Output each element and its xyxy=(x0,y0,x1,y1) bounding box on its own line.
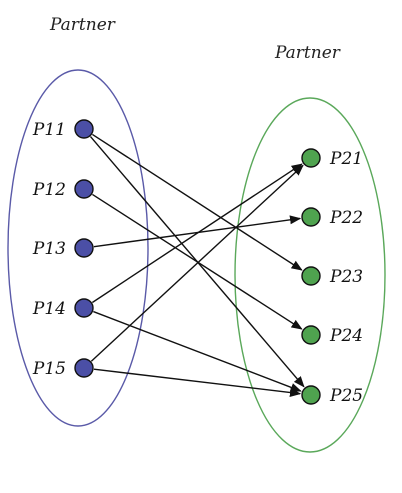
node-label-p25: P25 xyxy=(329,386,363,406)
node-label-p23: P23 xyxy=(329,267,363,287)
edge-p15-p25 xyxy=(93,368,302,397)
left-group-title: Partner xyxy=(49,15,116,35)
node-label-p15: P15 xyxy=(32,359,66,379)
node-label-p22: P22 xyxy=(329,208,363,228)
node-p23 xyxy=(301,266,321,286)
node-p15 xyxy=(74,358,94,378)
edge-p11-p23 xyxy=(92,133,303,271)
node-p12 xyxy=(74,179,94,199)
node-p13 xyxy=(74,238,94,258)
node-p25 xyxy=(301,385,321,405)
node-label-p12: P12 xyxy=(32,180,66,200)
right-group-title: Partner xyxy=(274,43,341,63)
right-group-ellipse xyxy=(234,97,386,453)
edge-p12-p24 xyxy=(92,193,303,330)
node-p14 xyxy=(74,298,94,318)
edge-p14-p21 xyxy=(91,163,303,304)
node-label-p13: P13 xyxy=(32,239,66,259)
edge-p15-p21 xyxy=(90,164,304,362)
node-p24 xyxy=(301,325,321,345)
edge-p14-p25 xyxy=(93,310,302,392)
node-label-p21: P21 xyxy=(329,149,363,169)
node-label-p24: P24 xyxy=(329,326,363,346)
node-label-p14: P14 xyxy=(32,299,66,319)
left-group-ellipse xyxy=(7,69,149,427)
node-p22 xyxy=(301,207,321,227)
node-p21 xyxy=(301,148,321,168)
node-label-p11: P11 xyxy=(32,120,66,140)
edges-layer xyxy=(89,133,305,397)
node-p11 xyxy=(74,119,94,139)
